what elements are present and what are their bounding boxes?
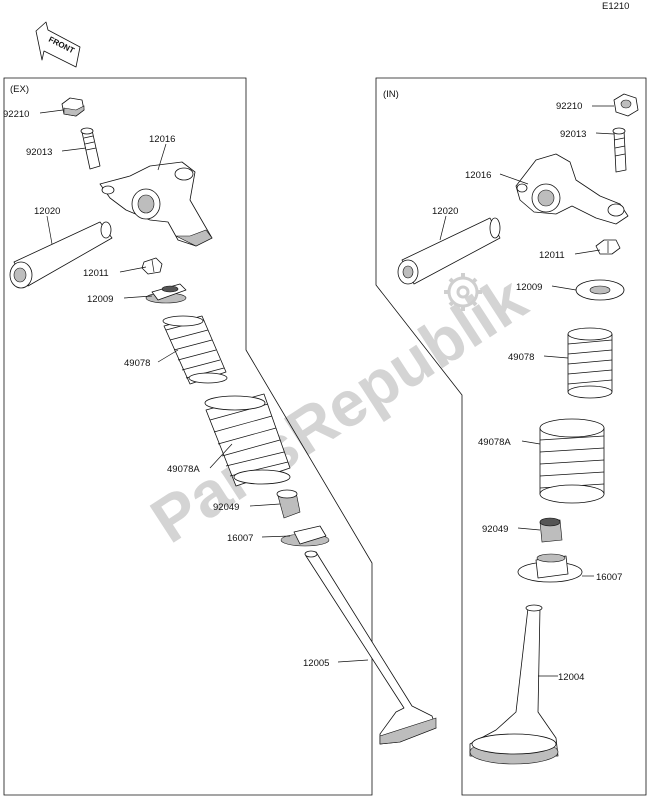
in-part-12004 (469, 604, 559, 765)
ex-part-12016 (99, 161, 213, 247)
ex-part-92049 (276, 489, 301, 519)
label-in-12011: 12011 (539, 250, 565, 261)
label-in-16007: 16007 (596, 572, 622, 583)
label-in-12016: 12016 (465, 170, 491, 181)
watermark-text: PartsRepublik (138, 262, 538, 557)
front-arrow-icon: FRONT (35, 21, 81, 68)
in-labels: 92210 92013 12016 12020 12011 12009 4907… (432, 101, 622, 683)
label-ex-49078: 49078 (124, 358, 150, 369)
in-part-92013 (612, 127, 627, 173)
in-part-49078 (567, 327, 613, 399)
watermark: PartsRepublik (138, 262, 538, 557)
ex-part-16007 (280, 525, 330, 547)
ex-part-12005 (304, 550, 437, 745)
ex-part-92210 (61, 97, 85, 117)
in-part-49078A (539, 418, 605, 504)
intake-section-frame (375, 77, 647, 796)
label-ex-12011: 12011 (83, 268, 109, 279)
label-ex-16007: 16007 (227, 533, 253, 544)
ex-part-12009 (145, 283, 187, 304)
in-part-92210 (613, 93, 639, 117)
label-in-12020: 12020 (432, 206, 458, 217)
ex-part-49078 (162, 315, 228, 385)
label-in-92049: 92049 (482, 524, 508, 535)
label-ex-92013: 92013 (26, 147, 52, 158)
gear-icon (444, 273, 482, 311)
in-part-12016 (515, 153, 629, 225)
intake-section-title: (IN) (383, 89, 399, 100)
in-part-92049 (539, 517, 563, 543)
label-in-12009: 12009 (516, 282, 542, 293)
label-ex-12005: 12005 (303, 658, 329, 669)
label-ex-49078A: 49078A (167, 464, 200, 475)
in-part-12011 (595, 239, 621, 255)
label-in-12004: 12004 (558, 672, 584, 683)
ex-labels: 92210 92013 12016 12020 12011 12009 4907… (3, 109, 329, 669)
in-part-12009 (575, 279, 625, 301)
exhaust-section-frame (3, 77, 373, 796)
label-in-92013: 92013 (560, 129, 586, 140)
label-in-49078A: 49078A (478, 437, 511, 448)
ex-parts (9, 97, 437, 745)
ex-part-92013 (80, 127, 101, 170)
ex-part-12011 (141, 257, 163, 275)
label-in-49078: 49078 (508, 352, 534, 363)
in-parts (397, 93, 639, 765)
diagram-code: E1210 (602, 1, 629, 12)
label-ex-12020: 12020 (34, 206, 60, 217)
label-ex-92049: 92049 (213, 502, 239, 513)
label-in-92210: 92210 (556, 101, 582, 112)
ex-leaders (39, 109, 369, 663)
ex-part-12020 (9, 221, 113, 289)
exhaust-section-title: (EX) (10, 84, 29, 95)
label-ex-12009: 12009 (87, 294, 113, 305)
in-part-16007 (517, 553, 583, 583)
ex-part-49078A (204, 393, 291, 487)
label-ex-92210: 92210 (3, 109, 29, 120)
label-ex-12016: 12016 (149, 134, 175, 145)
in-part-12020 (397, 217, 501, 285)
in-leaders (439, 105, 615, 677)
